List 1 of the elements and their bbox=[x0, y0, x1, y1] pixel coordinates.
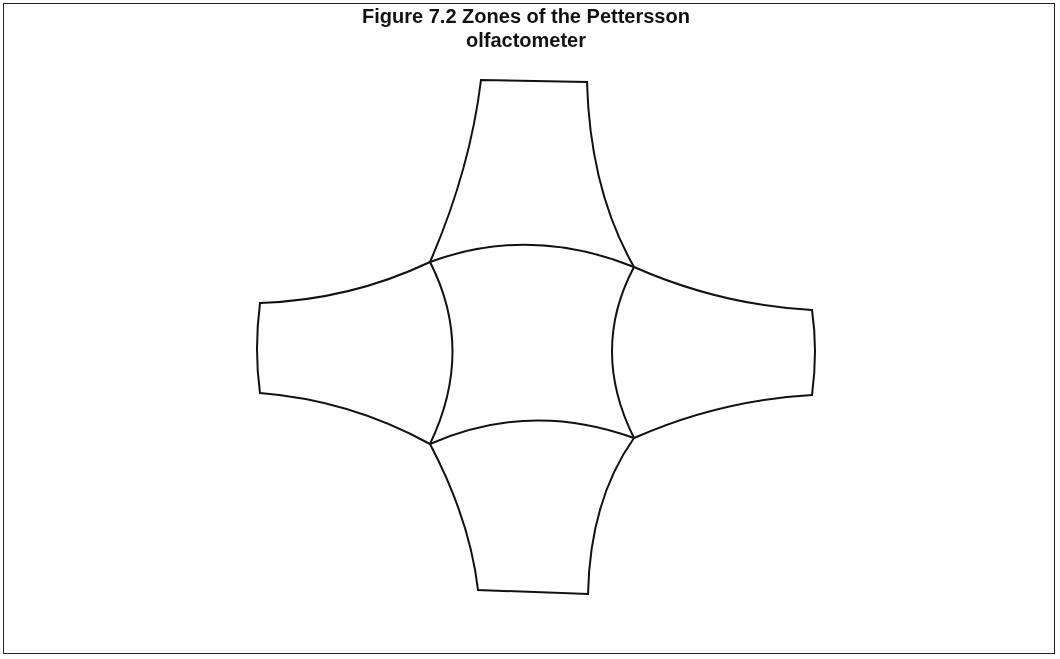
figure-title: Figure 7.2 Zones of the Pettersson olfactometer bbox=[361, 4, 691, 52]
